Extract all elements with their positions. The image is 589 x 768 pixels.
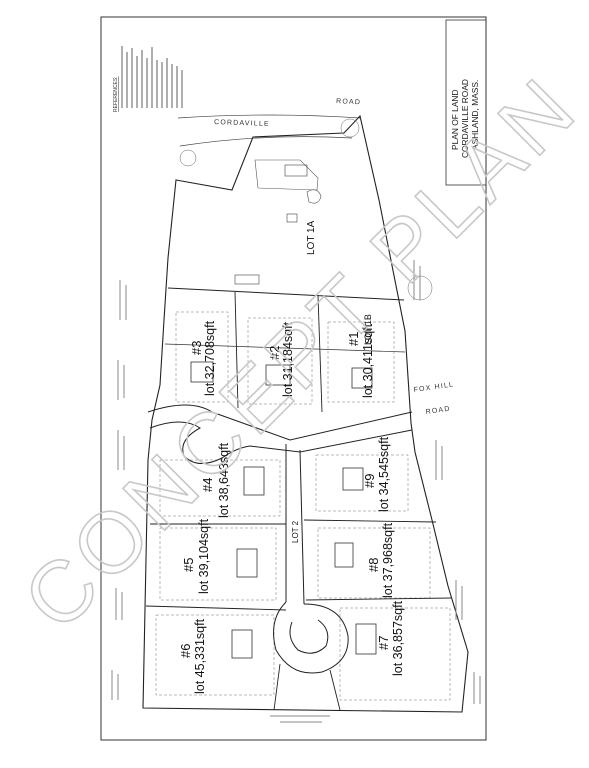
setback-lines xyxy=(155,311,451,701)
abutter-notes xyxy=(111,260,481,723)
lot-line xyxy=(305,597,453,601)
lot-8-area: lot 37,968sqft xyxy=(381,522,395,598)
house-footprints xyxy=(190,361,377,659)
lot-line xyxy=(167,287,405,301)
concept-plan-watermark: CONCEPT PLAN xyxy=(6,58,589,649)
cordaville-road-label: CORDAVILLE xyxy=(214,119,270,128)
lot-1b-label: LOT 1B xyxy=(363,314,373,345)
fox-hill-road-suffix: ROAD xyxy=(425,406,451,416)
lot-line xyxy=(145,605,287,611)
title-line-2: CORDAVILLE ROAD xyxy=(460,79,470,158)
lot-9-number: #9 xyxy=(362,474,377,488)
lot-line xyxy=(164,343,406,353)
subdivision-road xyxy=(147,404,413,674)
lot-3-number: #3 xyxy=(189,341,204,355)
lot-6-area: lot 45,331sqft xyxy=(193,618,207,694)
lot-4-area: lot 38,643sqft xyxy=(217,442,231,518)
lot-3-area: lot 32,708sqft xyxy=(203,320,217,396)
lot-labels: #3 lot 32,708sqft #2 lot 31,184sqft #1 l… xyxy=(178,320,405,694)
lot-1-number: #1 xyxy=(346,332,361,346)
lot-line xyxy=(303,519,437,523)
fox-hill-road-label: FOX HILL xyxy=(413,381,454,394)
lot-4-number: #4 xyxy=(200,478,215,492)
lot-6-number: #6 xyxy=(178,644,193,658)
title-block: PLAN OF LAND CORDAVILLE ROAD ASHLAND, MA… xyxy=(445,19,487,186)
lot-5-number: #5 xyxy=(181,558,196,572)
lot-line xyxy=(329,669,341,711)
references-heading: REFERENCES: xyxy=(113,76,119,112)
lot-2-label: LOT 2 xyxy=(291,520,300,543)
lot-1-area: lot 30,411sqft xyxy=(361,323,375,398)
tree-symbol xyxy=(179,149,197,167)
cordaville-road: CORDAVILLE ROAD xyxy=(177,98,361,147)
lot-7-number: #7 xyxy=(376,636,391,650)
existing-house-area xyxy=(234,159,322,285)
lot-2-number: #2 xyxy=(267,346,282,360)
title-line-1: PLAN OF LAND xyxy=(450,89,460,150)
lot-7-area: lot 36,857sqft xyxy=(391,600,405,676)
lot-line xyxy=(317,295,323,413)
cordaville-road-suffix: ROAD xyxy=(336,98,361,106)
lot-8-number: #8 xyxy=(366,558,381,572)
lot-line xyxy=(234,291,239,409)
lot-1a-label: LOT 1A xyxy=(306,220,317,255)
lot-5-area: lot 39,104sqft xyxy=(197,518,211,594)
tree-symbol xyxy=(340,118,360,138)
parcel-boundary xyxy=(142,114,469,713)
lot-9-area: lot 34,545sqft xyxy=(377,436,391,512)
lot-2-area: lot 31,184sqft xyxy=(281,321,295,397)
lot-line xyxy=(273,663,281,711)
title-line-3: ASHLAND, MASS. xyxy=(470,80,480,150)
sheet-border xyxy=(100,16,487,741)
references-block: REFERENCES: xyxy=(113,46,183,112)
